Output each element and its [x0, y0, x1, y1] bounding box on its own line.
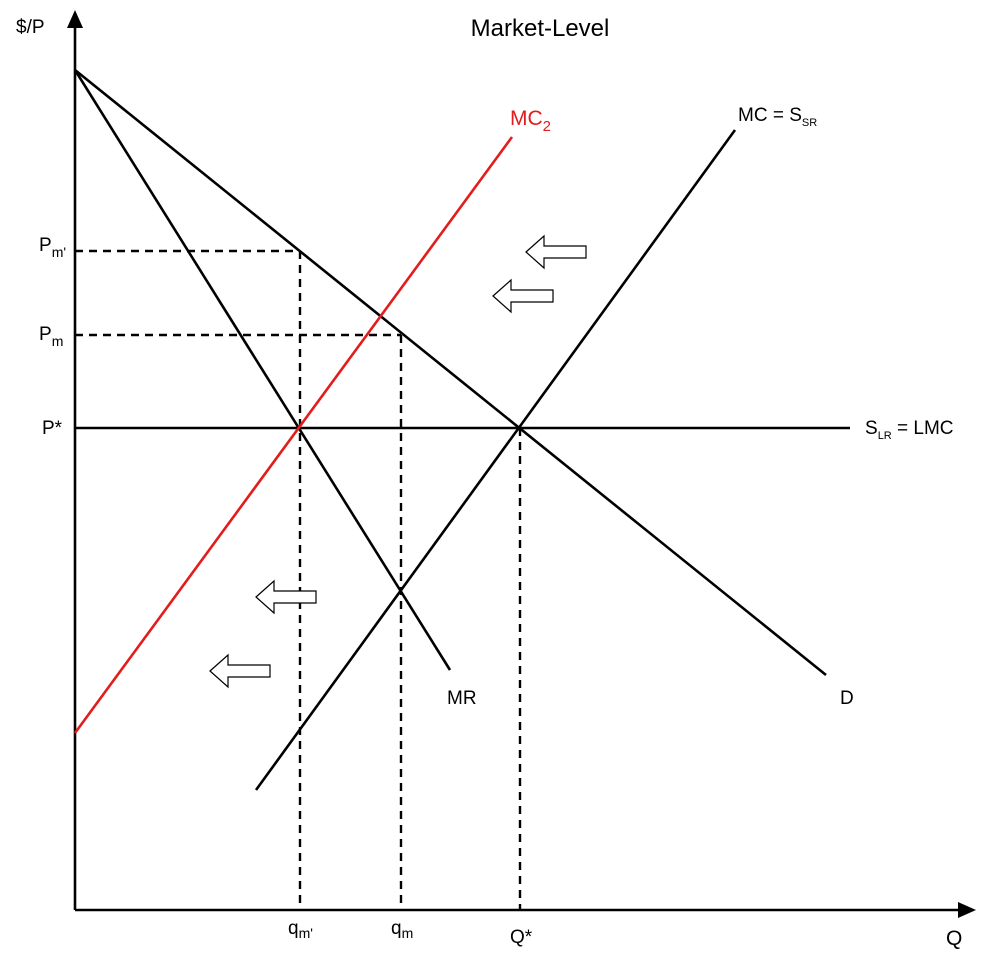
q-star-label: Q* [510, 927, 533, 948]
demand-curve [74, 68, 827, 677]
axes [67, 10, 976, 918]
slr-lmc-label: SLR = LMC [865, 418, 954, 442]
qm-label: qm [391, 918, 413, 941]
mr-label: MR [447, 688, 477, 709]
shift-arrows [209, 234, 587, 689]
guide-lines [75, 249, 522, 910]
left-arrow-icon [492, 278, 554, 314]
p-star-label: P* [42, 418, 63, 439]
y-axis-label: $/P [16, 17, 45, 38]
mc2-label: MC2 [510, 107, 551, 135]
y-axis-arrowhead [67, 10, 83, 28]
pm-prime-label: Pm' [39, 235, 66, 260]
curves [73, 68, 850, 791]
pm-label: Pm [39, 324, 63, 349]
diagram-title: Market-Level [471, 15, 610, 42]
demand-label: D [840, 688, 854, 709]
mr-curve [73, 69, 452, 671]
mc-ssr-label: MC = SSR [738, 105, 817, 129]
x-axis-arrowhead [958, 902, 976, 918]
x-axis-label: Q [946, 927, 962, 950]
left-arrow-icon [255, 579, 317, 615]
mc-ssr-curve [254, 129, 737, 791]
mc2-curve [73, 136, 514, 734]
left-arrow-icon [209, 653, 271, 689]
qm-prime-label: qm' [288, 918, 313, 941]
left-arrow-icon [525, 234, 587, 270]
